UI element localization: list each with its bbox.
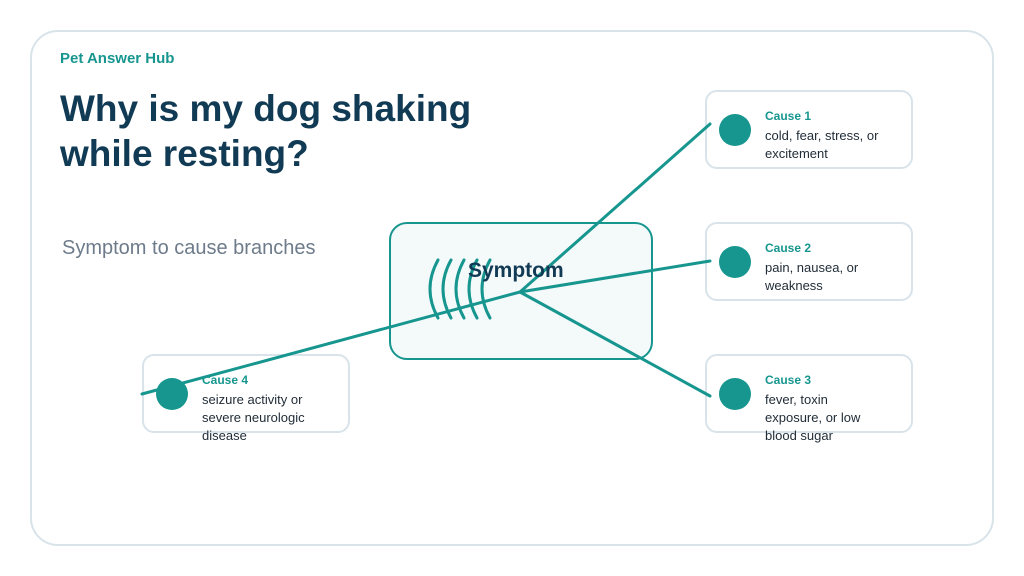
shaking-waves-icon — [428, 258, 492, 320]
cause-3-title: Cause 3 — [765, 373, 812, 387]
cause-3-text: fever, toxin exposure, or low blood suga… — [765, 392, 861, 443]
symptom-label: Symptom — [468, 259, 564, 282]
cause-4-title: Cause 4 — [202, 373, 249, 387]
cause-4-dot-icon — [156, 378, 188, 410]
connector-cause-3 — [518, 290, 712, 398]
connector-cause-2 — [518, 259, 712, 294]
cause-2-title: Cause 2 — [765, 241, 812, 255]
cause-3-dot-icon — [719, 378, 751, 410]
cause-2-text: pain, nausea, or weakness — [765, 260, 859, 293]
cause-card-1 — [705, 90, 913, 169]
page-title: Why is my dog shaking while resting? — [60, 88, 472, 174]
brand-label: Pet Answer Hub — [60, 50, 175, 67]
cause-1-dot-icon — [719, 114, 751, 146]
diagram-subtitle: Symptom to cause branches — [62, 237, 316, 259]
connector-cause-1 — [518, 122, 712, 294]
cause-4-text: seizure activity or severe neurologic di… — [202, 392, 305, 443]
connector-cause-4 — [140, 290, 522, 396]
cause-1-text: cold, fear, stress, or excitement — [765, 128, 879, 161]
cause-1-title: Cause 1 — [765, 109, 812, 123]
cause-2-dot-icon — [719, 246, 751, 278]
